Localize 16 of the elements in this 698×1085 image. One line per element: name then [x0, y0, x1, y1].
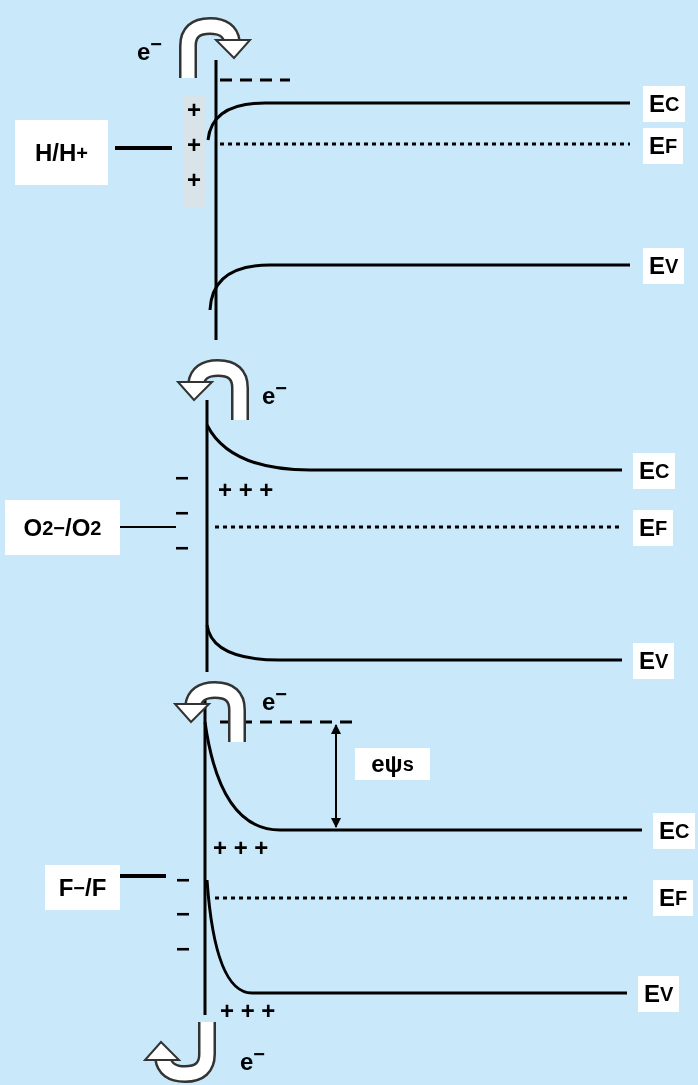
electron-label: e$^{−}$: [262, 376, 288, 410]
electron-label: e$^{−}$: [262, 682, 288, 716]
charge-sign: +: [187, 96, 201, 124]
charge-sign: −: [176, 866, 190, 894]
charge-sign: −: [175, 499, 189, 527]
electron-label: e$^{−}$: [240, 1042, 266, 1076]
charge-sign: −: [175, 534, 189, 562]
electron-label: e$^{−}$: [137, 32, 163, 66]
charge-sign: + + +: [218, 476, 274, 504]
charge-sign: +: [187, 131, 201, 159]
charge-sign: +: [187, 166, 201, 194]
charge-sign: + + +: [220, 997, 276, 1025]
charge-sign: −: [176, 935, 190, 963]
charge-sign: −: [175, 464, 189, 492]
charge-sign: −: [176, 900, 190, 928]
charge-sign: + + +: [213, 834, 269, 862]
